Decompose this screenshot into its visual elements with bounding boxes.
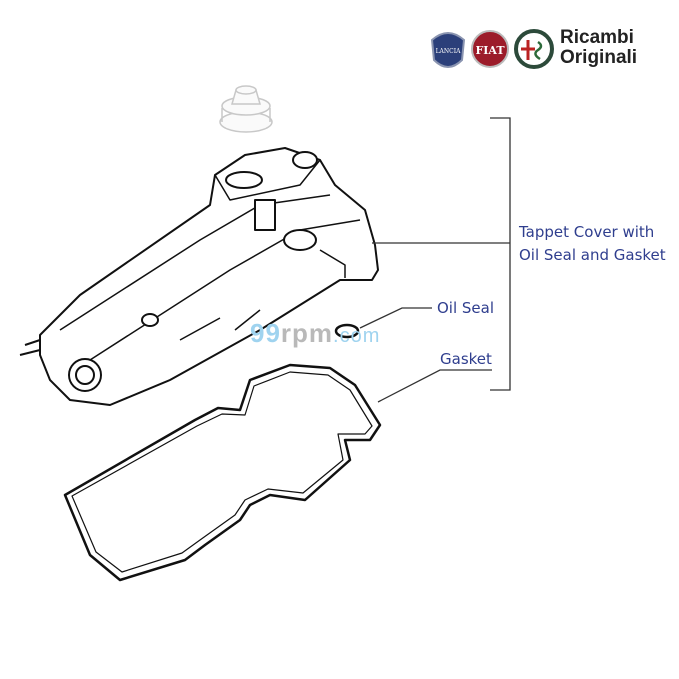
oil-seal [334, 323, 360, 339]
gasket-label: Gasket [440, 350, 492, 368]
watermark-rpm: rpm [280, 318, 334, 348]
brand-line-1: Ricambi [560, 27, 634, 48]
oil-seal-label: Oil Seal [437, 299, 495, 317]
fiat-logo: FIAT [471, 30, 509, 68]
svg-text:LANCIA: LANCIA [436, 48, 462, 55]
watermark: 99rpm.com [250, 318, 380, 349]
tappet-cover-label-line-2: Oil Seal and Gasket [519, 246, 666, 264]
callout-lines [359, 117, 511, 403]
watermark-99: 99 [250, 318, 281, 348]
tappet-cover-label: Tappet Cover with Oil Seal and Gasket [519, 221, 666, 267]
lancia-logo: LANCIA [430, 32, 466, 68]
svg-text:FIAT: FIAT [475, 44, 505, 57]
oil-seal-leader [359, 307, 432, 329]
brand-text: Ricambi Originali [560, 28, 637, 68]
gasket [63, 363, 382, 582]
tappet-cover-bracket [490, 117, 511, 391]
gasket-leader [377, 369, 492, 403]
tappet-cover-label-line-1: Tappet Cover with [519, 223, 655, 241]
watermark-com: .com [333, 325, 381, 347]
tappet-cover [19, 147, 379, 406]
brand-line-2: Originali [560, 47, 638, 68]
oil-filler-cap [219, 85, 273, 133]
alfa-romeo-logo [514, 29, 554, 69]
